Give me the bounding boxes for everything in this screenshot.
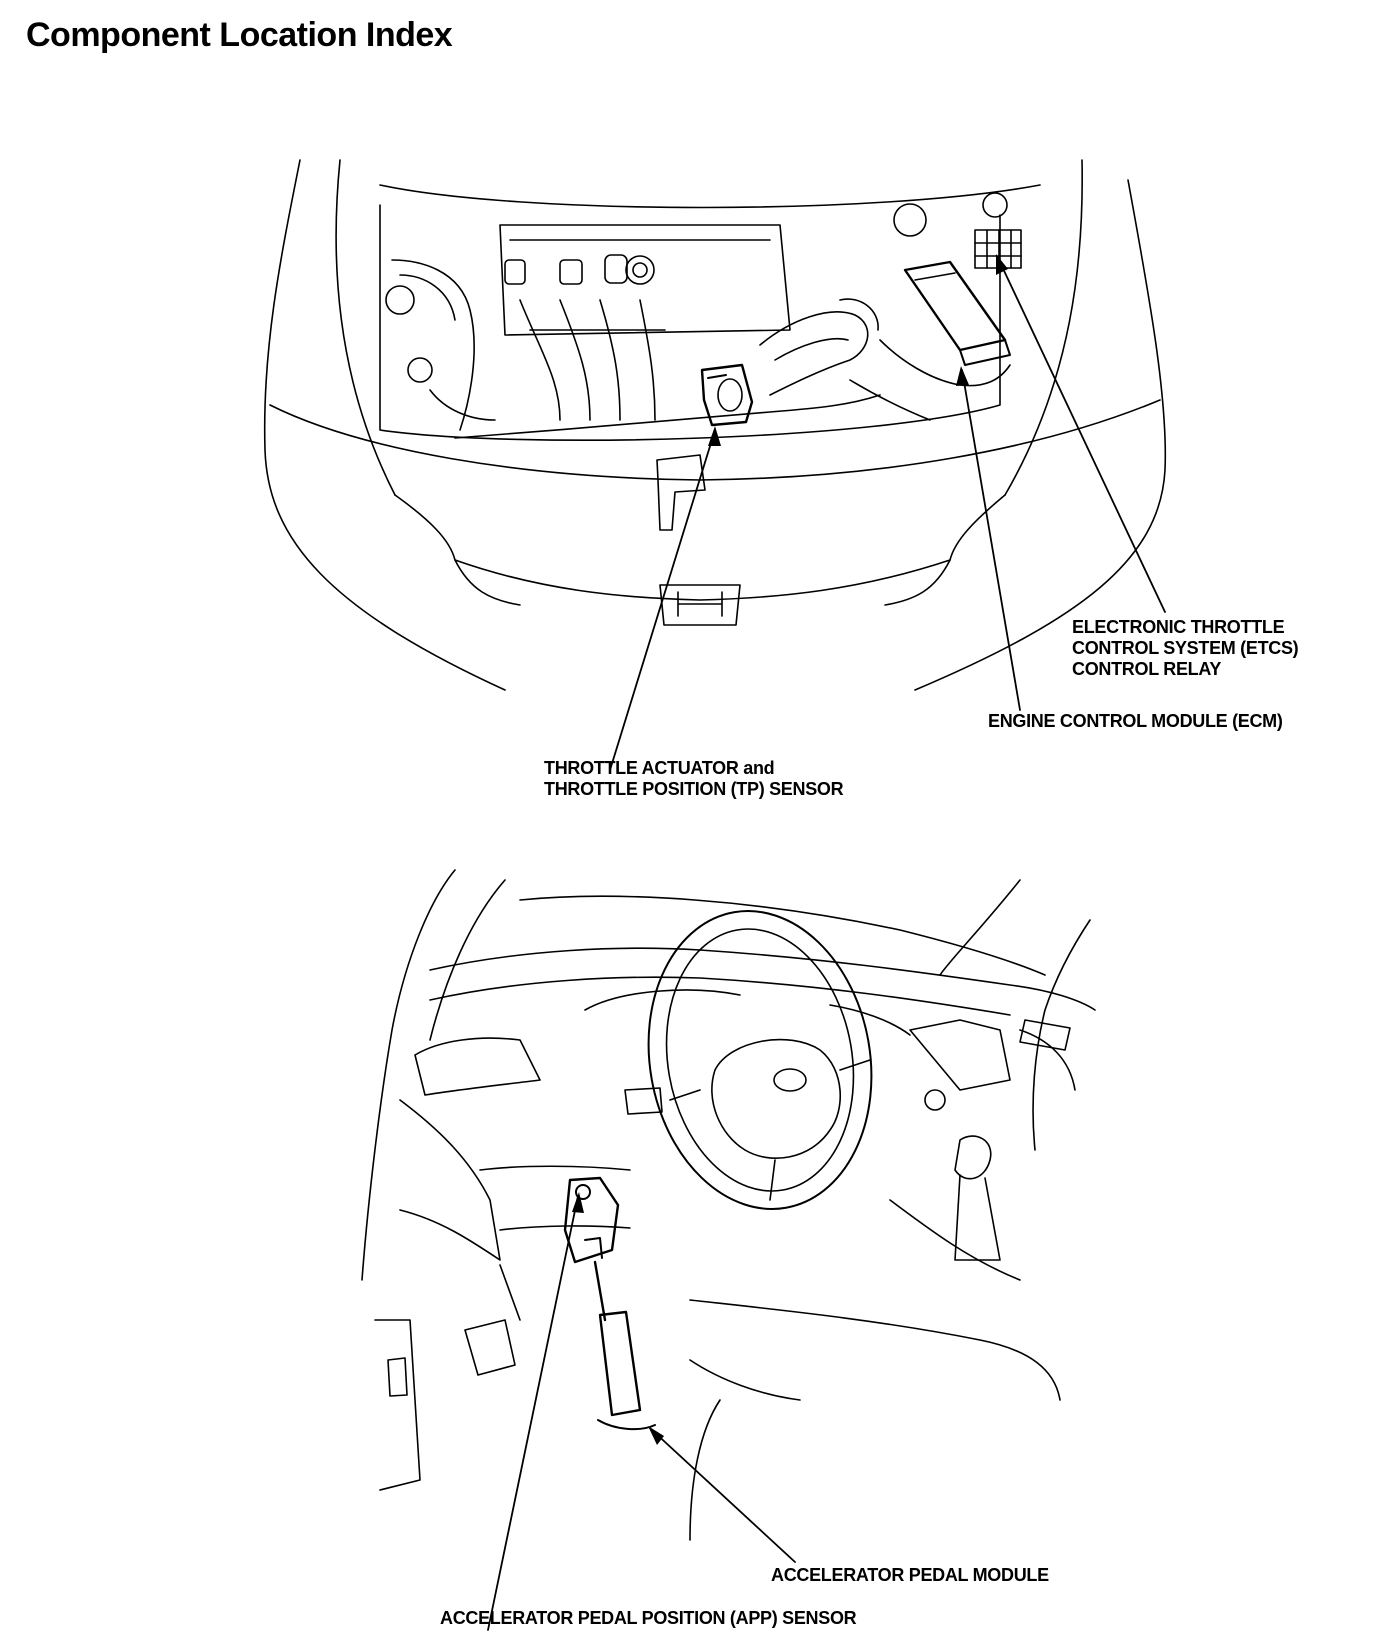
label-throttle-line-1: THROTTLE ACTUATOR and bbox=[544, 758, 775, 778]
label-etcs-control-relay: ELECTRONIC THROTTLE CONTROL SYSTEM (ETCS… bbox=[1072, 617, 1299, 680]
leader-throttle bbox=[609, 429, 716, 771]
leader-app-sensor bbox=[487, 1195, 579, 1631]
arrowhead-etcs-relay bbox=[996, 254, 1008, 275]
label-app-sensor: ACCELERATOR PEDAL POSITION (APP) SENSOR bbox=[440, 1608, 857, 1628]
arrowhead-throttle bbox=[708, 426, 721, 446]
leader-etcs-relay bbox=[997, 257, 1166, 613]
leader-lines-interior bbox=[487, 1192, 796, 1631]
arrowhead-pedal-module bbox=[648, 1426, 664, 1445]
page-title: Component Location Index bbox=[26, 16, 453, 54]
label-throttle-line-2: THROTTLE POSITION (TP) SENSOR bbox=[544, 779, 844, 799]
leader-ecm bbox=[961, 369, 1021, 711]
label-throttle-actuator: THROTTLE ACTUATOR and THROTTLE POSITION … bbox=[544, 758, 844, 800]
label-engine-control-module: ENGINE CONTROL MODULE (ECM) bbox=[988, 711, 1283, 731]
interior-dashboard-illustration bbox=[361, 869, 1096, 1541]
engine-compartment-illustration bbox=[263, 159, 1167, 691]
leader-pedal-module bbox=[651, 1429, 796, 1563]
label-etcs-line-1: ELECTRONIC THROTTLE bbox=[1072, 617, 1285, 637]
leader-lines-engine bbox=[609, 254, 1166, 771]
arrowhead-app-sensor bbox=[572, 1192, 584, 1213]
label-etcs-line-3: CONTROL RELAY bbox=[1072, 659, 1222, 679]
label-etcs-line-2: CONTROL SYSTEM (ETCS) bbox=[1072, 638, 1299, 658]
arrowhead-ecm bbox=[956, 366, 969, 386]
label-accelerator-pedal-module: ACCELERATOR PEDAL MODULE bbox=[771, 1565, 1049, 1585]
